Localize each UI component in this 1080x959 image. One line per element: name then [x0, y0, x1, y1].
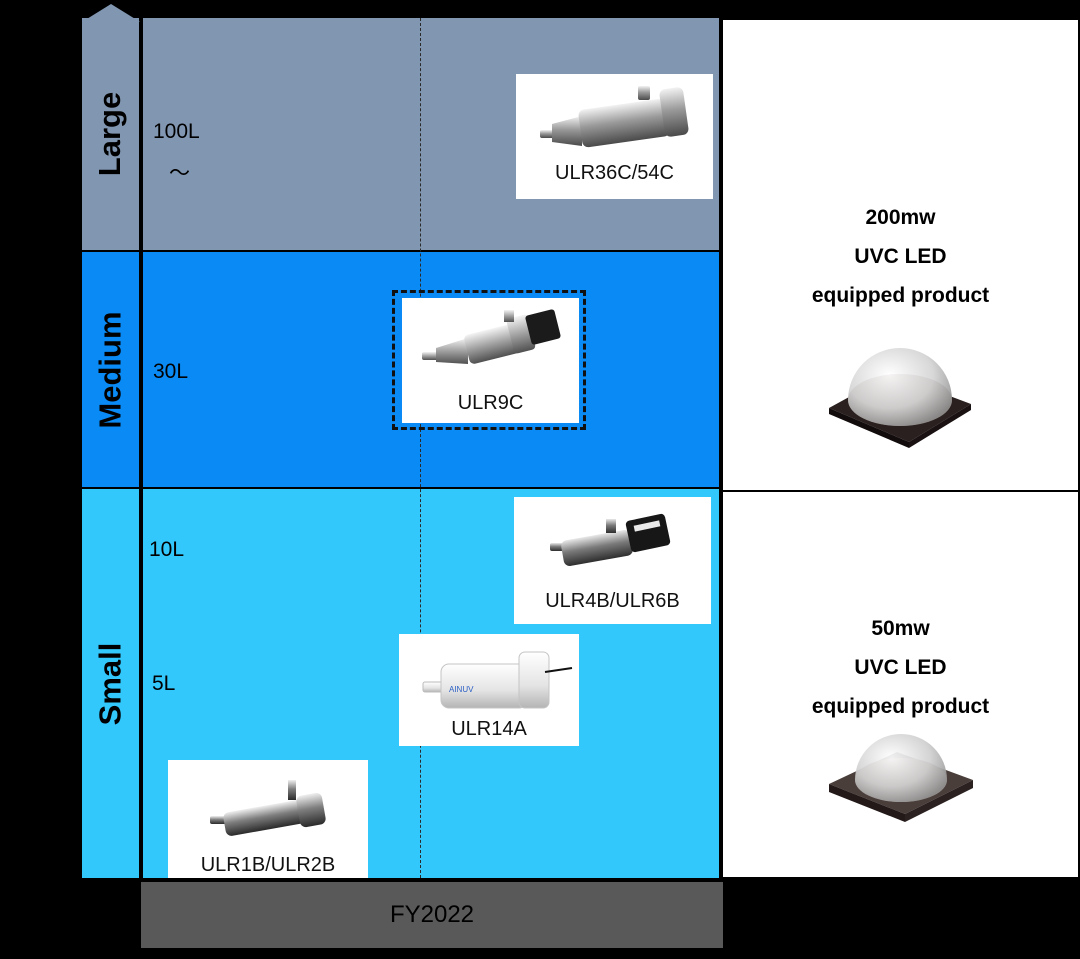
product-card-ulr1b: ULR1B/ULR2B — [168, 760, 368, 878]
led-power-label: 50mw — [871, 617, 930, 640]
volume-label-30l: 30L — [153, 360, 189, 383]
product-name: ULR9C — [457, 392, 524, 414]
led-type-label: UVC LED — [854, 245, 947, 268]
product-card-ulr36c: ULR36C/54C — [516, 74, 713, 199]
product-name: ULR36C/54C — [555, 162, 674, 184]
fiscal-year-bar: FY2022 — [141, 882, 723, 948]
band-label-large: Large — [92, 91, 128, 177]
cylindrical-reactor-medium-icon — [422, 309, 561, 364]
axis-medium-cell — [82, 252, 139, 487]
product-card-ulr4b: ULR4B/ULR6B — [514, 497, 711, 624]
band-label-medium: Medium — [92, 310, 128, 429]
cylindrical-reactor-mini-icon — [210, 780, 326, 836]
led-desc-label: equipped product — [811, 284, 990, 307]
axis-large-cell — [82, 18, 139, 250]
up-arrow-icon — [82, 4, 140, 22]
product-name: ULR4B/ULR6B — [545, 590, 680, 612]
highlight-frame — [392, 290, 586, 430]
cylindrical-reactor-large-icon — [540, 86, 689, 148]
led-power-label: 200mw — [865, 206, 936, 229]
volume-label-100l: 100L — [153, 120, 200, 143]
product-name: ULR1B/ULR2B — [200, 854, 336, 876]
volume-label-5l: 5L — [152, 672, 176, 695]
led-desc-label: equipped product — [811, 695, 990, 718]
product-card-ulr9c: ULR9C — [402, 298, 579, 423]
volume-label-10l: 10L — [149, 538, 185, 561]
product-card-ulr14a: AINUV ULR14A — [399, 634, 579, 746]
volume-label-tilde: ～ — [169, 162, 190, 185]
fiscal-year-label: FY2022 — [389, 901, 475, 928]
led-panel-200mw: 200mw UVC LED equipped product — [723, 20, 1078, 490]
led-type-label: UVC LED — [854, 656, 947, 679]
cylindrical-reactor-small-icon — [550, 513, 671, 566]
uvc-led-chip-icon — [829, 348, 971, 448]
product-name: ULR14A — [451, 718, 527, 740]
fy-divider-line — [420, 18, 421, 878]
cylindrical-reactor-white-icon: AINUV — [422, 651, 573, 709]
axis-small-cell — [82, 489, 139, 878]
band-label-small: Small — [92, 642, 128, 725]
brand-mark: AINUV — [449, 685, 474, 694]
led-panel-50mw: 50mw UVC LED equipped product — [723, 492, 1078, 877]
uvc-led-chip-icon — [829, 734, 973, 822]
